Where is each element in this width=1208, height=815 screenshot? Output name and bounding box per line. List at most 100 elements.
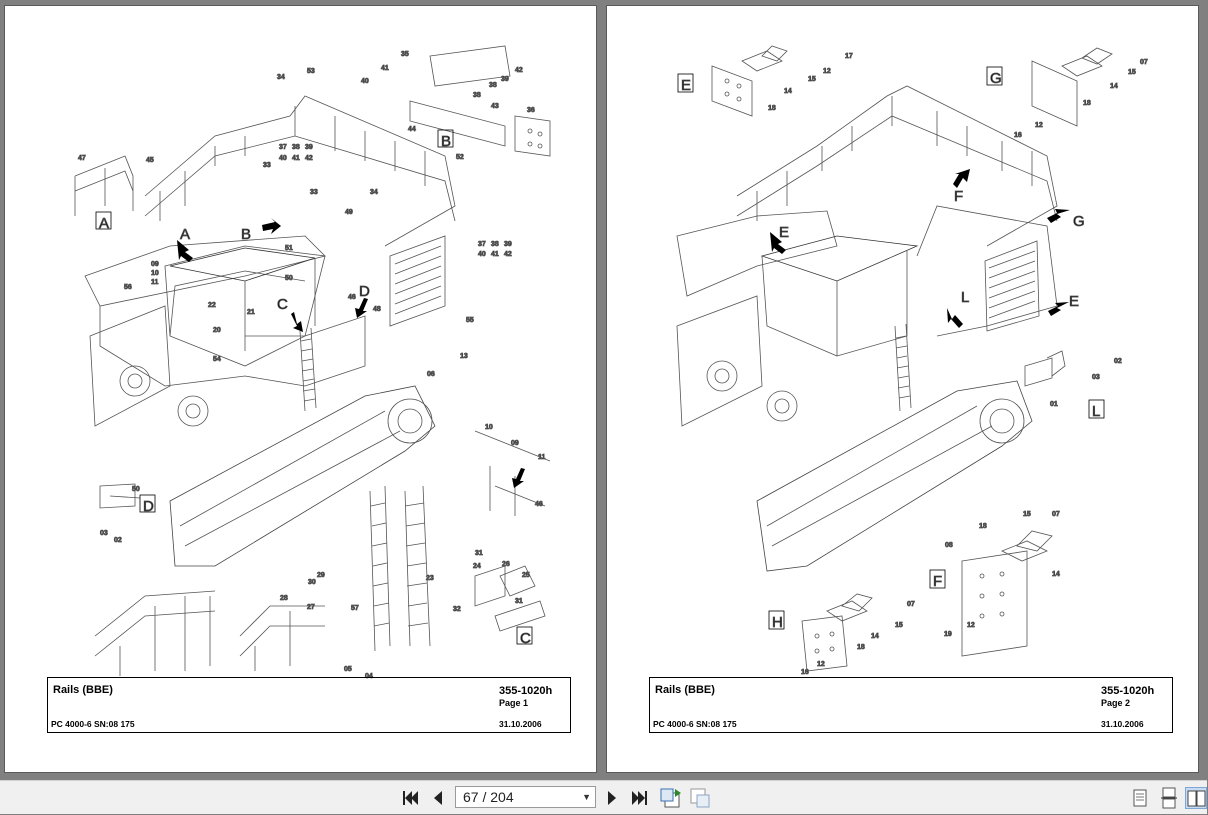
part-number: 41 [292,155,300,162]
part-number: 12 [823,68,831,75]
part-number: 38 [473,92,481,99]
document-number: 355-1020h [1101,685,1155,697]
part-number: 15 [1023,511,1031,518]
part-number: 23 [426,575,434,582]
view-letter: A [99,215,109,232]
part-number: 20 [213,327,221,334]
view-letter: H [772,614,783,631]
drawing-title: Rails (BBE) [655,684,715,696]
part-number: 57 [351,605,359,612]
part-number: 34 [277,74,285,81]
view-letter: G [990,70,1002,87]
part-number: 48 [373,306,381,313]
part-number: 15 [808,76,816,83]
part-number: 31 [515,598,523,605]
last-page-icon[interactable] [629,787,651,809]
part-number: 06 [427,371,435,378]
next-page-icon[interactable] [601,787,623,809]
part-number: 42 [305,155,313,162]
drawing-date: 31.10.2006 [499,719,542,729]
single-page-view-icon[interactable] [1129,787,1151,809]
part-number: 15 [895,622,903,629]
part-number: 12 [817,661,825,668]
part-number: 37 [279,144,287,151]
view-arrows-page-1 [177,218,525,488]
view-arrow-letter: E [779,224,789,241]
part-number: 16 [1014,132,1022,139]
part-number: 44 [408,126,416,133]
part-number: 38 [489,82,497,89]
part-number: 15 [1128,69,1136,76]
machine-serial: PC 4000-6 SN:08 175 [653,719,737,729]
part-number: 10 [151,270,159,277]
part-number: 02 [1114,358,1122,365]
go-back-view-icon[interactable] [659,787,681,809]
view-arrow-letter: L [961,289,969,306]
part-number: 07 [907,601,915,608]
continuous-view-icon[interactable] [1158,787,1180,809]
part-number: 03 [1092,374,1100,381]
part-number: 45 [146,157,154,164]
view-letter: B [441,133,451,150]
part-number: 18 [857,644,865,651]
part-number: 14 [1110,83,1118,90]
part-number: 30 [308,579,316,586]
part-number: 53 [307,68,315,75]
part-number: 54 [213,356,221,363]
document-number: 355-1020h [499,685,553,697]
part-number: 38 [491,241,499,248]
part-number: 17 [845,53,853,60]
view-arrow-letter: G [1073,213,1085,230]
first-page-icon[interactable] [399,787,421,809]
view-arrow-letter: F [954,188,963,205]
part-number: 46 [535,501,543,508]
page-label: Page 1 [499,698,529,708]
part-number: 14 [784,88,792,95]
part-number: 39 [501,76,509,83]
part-number: 55 [466,317,474,324]
page-number-selector[interactable]: 67 / 204 ▼ [455,786,596,808]
parts-drawing-page-2: E G F G E L E L F H 17 12 15 14 18 15 07 [676,45,1148,676]
go-forward-view-icon[interactable] [689,787,711,809]
part-number: 41 [491,251,499,258]
part-number: 40 [361,78,369,85]
view-letter: F [933,573,942,590]
part-number: 52 [456,154,464,161]
part-number: 47 [78,155,86,162]
document-viewport[interactable]: A B C D A B C D 34 53 35 41 42 40 38 39 … [0,0,1207,780]
part-number: 24 [473,563,481,570]
part-number: 39 [305,144,313,151]
part-number: 42 [515,67,523,74]
previous-page-icon[interactable] [427,787,449,809]
part-number: 07 [1052,511,1060,518]
part-number: 27 [307,604,315,611]
part-number: 21 [247,309,255,316]
part-number: 11 [151,279,159,286]
part-number: 03 [100,530,108,537]
pdf-page-2: E G F G E L E L F H 17 12 15 14 18 15 07 [606,5,1199,773]
part-number: 43 [491,103,499,110]
part-number: 36 [527,107,535,114]
view-arrow-letter: A [180,226,190,243]
part-number: 14 [871,633,879,640]
navigation-toolbar: 67 / 204 ▼ [0,780,1207,814]
title-block-page-2: Rails (BBE) 355-1020h Page 2 PC 4000-6 S… [649,677,1173,733]
part-number: 31 [475,550,483,557]
chevron-down-icon[interactable]: ▼ [582,792,591,802]
part-number: 12 [967,622,975,629]
part-number: 09 [151,261,159,268]
part-number: 12 [1035,122,1043,129]
view-arrows-page-2 [770,169,1070,328]
part-number: 16 [801,669,809,676]
part-number: 28 [280,595,288,602]
view-arrow-letter: E [1069,293,1079,310]
part-number: 18 [768,105,776,112]
part-number: 29 [317,572,325,579]
part-number: 50 [285,275,293,282]
drawing-date: 31.10.2006 [1101,719,1144,729]
part-number: 19 [944,631,952,638]
part-number: 26 [502,561,510,568]
part-number: 18 [979,523,987,530]
part-number: 51 [285,245,293,252]
two-page-view-icon[interactable] [1185,787,1207,809]
